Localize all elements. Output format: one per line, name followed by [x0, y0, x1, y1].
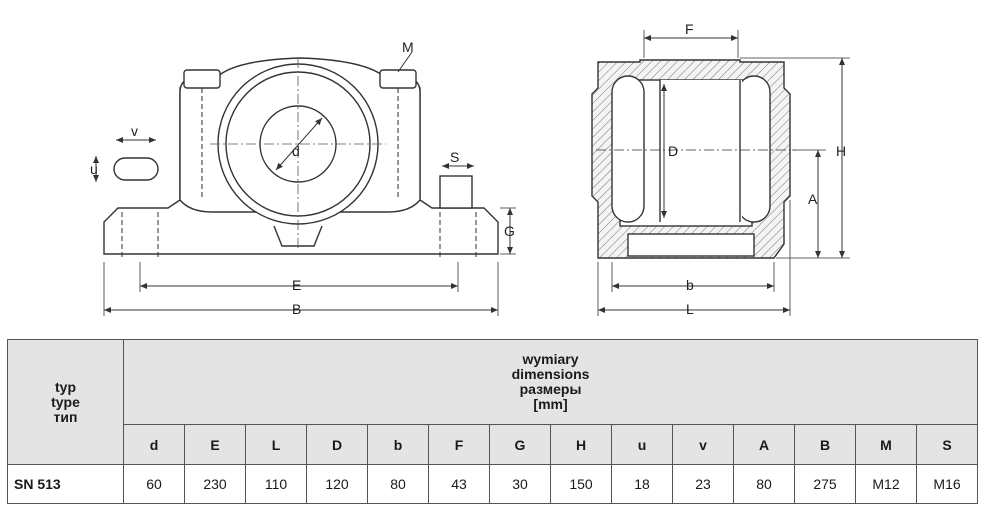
- column-header: H: [550, 424, 612, 465]
- column-header: D: [306, 424, 368, 465]
- column-header: S: [915, 424, 979, 465]
- column-header: b: [367, 424, 429, 465]
- table-cell: M16: [915, 464, 979, 504]
- table-cell: 80: [367, 464, 429, 504]
- column-header: G: [489, 424, 551, 465]
- side-view: [591, 59, 791, 259]
- label-H: H: [836, 143, 846, 159]
- label-F: F: [685, 21, 694, 37]
- type-header: typ type тип: [7, 339, 124, 465]
- table-cell: 230: [184, 464, 246, 504]
- table-cell: 275: [794, 464, 856, 504]
- table-row: SN 513 60 230 110 120 80 43 30 150 18 23…: [7, 464, 979, 504]
- table-cell: M12: [855, 464, 917, 504]
- dimensions-table: typ type тип wymiary dimensions размеры …: [7, 339, 979, 504]
- table-cell: 18: [611, 464, 673, 504]
- label-B: B: [292, 301, 301, 317]
- column-header: F: [428, 424, 490, 465]
- column-header: A: [733, 424, 795, 465]
- column-header: L: [245, 424, 307, 465]
- column-header: B: [794, 424, 856, 465]
- label-L: L: [686, 301, 694, 317]
- dimensions-group-header: wymiary dimensions размеры [mm]: [122, 339, 979, 425]
- front-view: [93, 51, 516, 316]
- column-header: u: [611, 424, 673, 465]
- table-cell: 60: [123, 464, 185, 504]
- label-M: M: [402, 39, 414, 55]
- label-u: u: [90, 161, 98, 177]
- technical-drawing: v u d M S G E B F: [90, 21, 850, 317]
- table-cell: 30: [489, 464, 551, 504]
- label-S: S: [450, 149, 459, 165]
- label-G: G: [504, 223, 515, 239]
- table-cell: 120: [306, 464, 368, 504]
- column-header: d: [123, 424, 185, 465]
- table-cell: 43: [428, 464, 490, 504]
- label-b: b: [686, 277, 694, 293]
- table-cell: 110: [245, 464, 307, 504]
- label-v: v: [131, 123, 138, 139]
- column-header: E: [184, 424, 246, 465]
- label-A: A: [808, 191, 818, 207]
- table-cell: 23: [672, 464, 734, 504]
- label-d: d: [292, 143, 300, 159]
- row-type-cell: SN 513: [7, 464, 124, 504]
- column-header: v: [672, 424, 734, 465]
- column-header: M: [855, 424, 917, 465]
- table-cell: 150: [550, 464, 612, 504]
- label-D: D: [668, 143, 678, 159]
- label-E: E: [292, 277, 301, 293]
- table-cell: 80: [733, 464, 795, 504]
